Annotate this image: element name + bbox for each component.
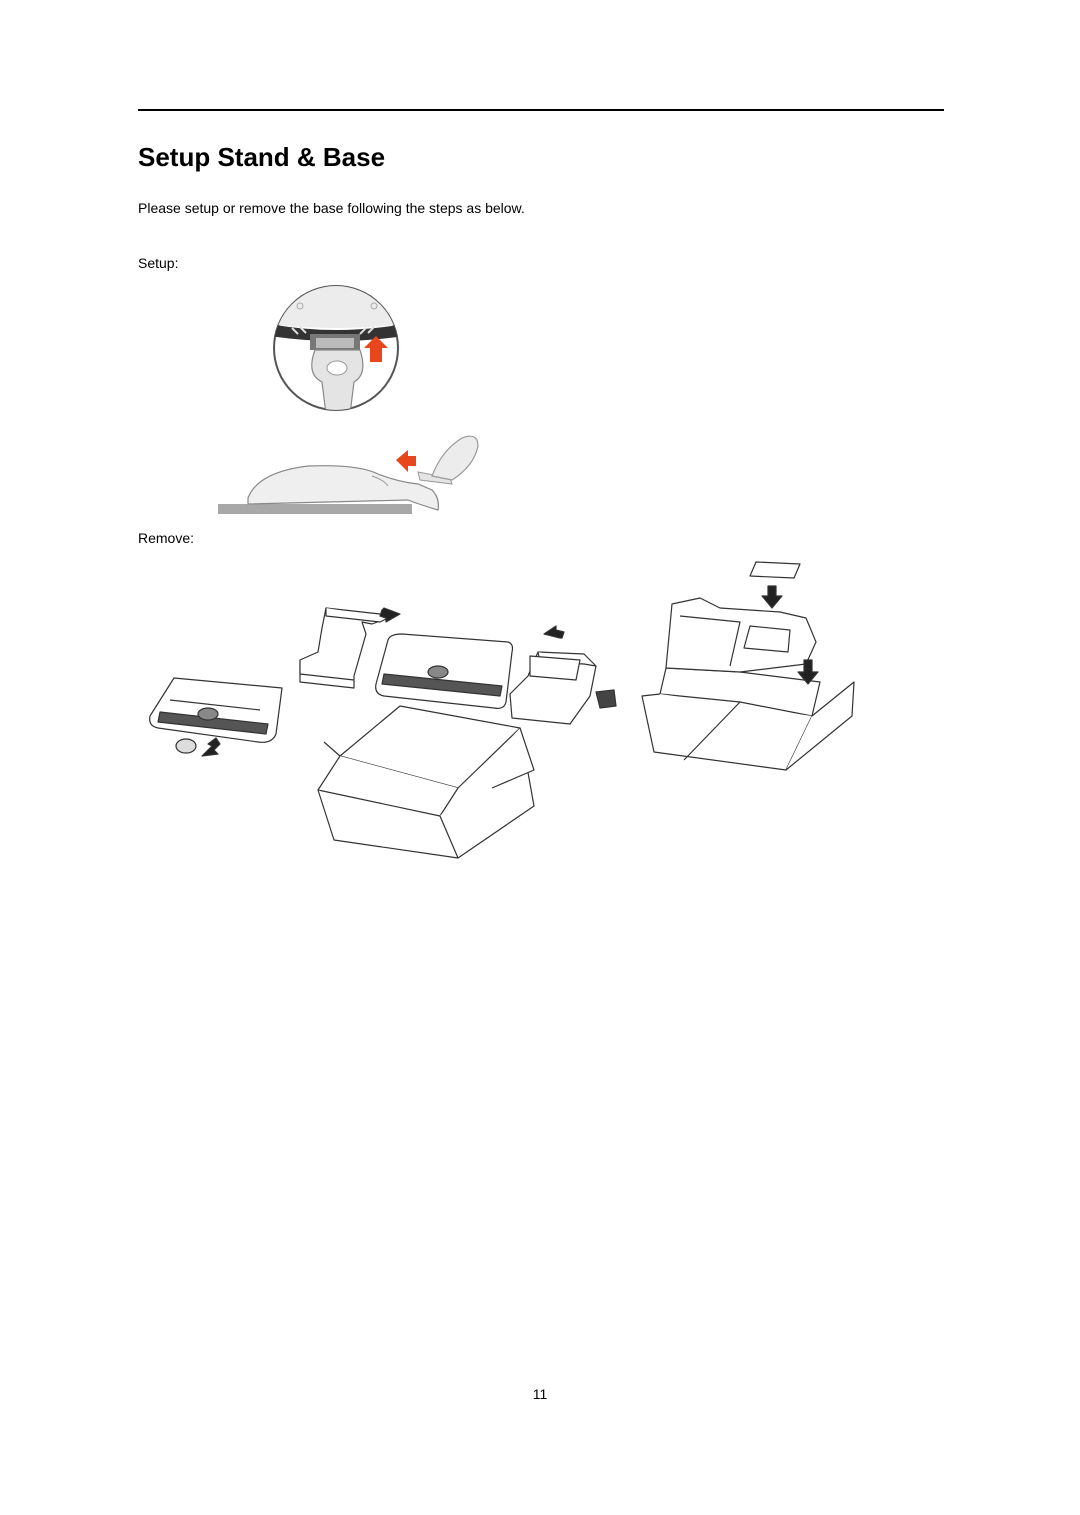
setup-label: Setup: (138, 255, 179, 271)
arrow-down-dark-icon (761, 585, 783, 609)
unpacking-illustration (149, 561, 855, 859)
cover-sheet (749, 561, 801, 579)
base-part (595, 689, 617, 709)
arrow-left-icon (396, 450, 416, 472)
stand-attach-illustration (273, 285, 399, 411)
header-rule (138, 109, 944, 111)
page-number: 11 (532, 1386, 548, 1402)
foam-pack-right (665, 597, 817, 673)
page-title: Setup Stand & Base (138, 142, 386, 172)
arrow-down-left-icon (201, 737, 221, 757)
base-attach-illustration (218, 435, 479, 514)
arrow-up-icon (364, 336, 388, 362)
intro-text: Please setup or remove the base followin… (138, 200, 525, 216)
arrow-right-icon (379, 607, 401, 623)
arrow-left-dark-icon (543, 625, 565, 639)
arrow-down-dark-icon-2 (797, 659, 819, 685)
remove-label: Remove: (138, 530, 195, 546)
